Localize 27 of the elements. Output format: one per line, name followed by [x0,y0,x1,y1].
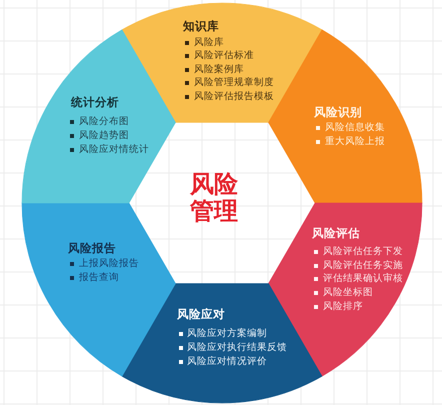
list-item: 风险评估任务下发 [323,247,403,256]
list-item: 风险评估报告模板 [194,92,274,101]
list-item: 评估结果确认审核 [323,274,403,284]
list-item: 风险应对执行结果反馈 [187,343,287,352]
list-item: 重大风险上报 [325,137,385,146]
section-heading: 风险报告 [68,243,116,254]
list-item: 风险案例库 [194,64,244,74]
section-heading: 风险应对 [177,309,225,320]
list-item: 风险应对情况评价 [187,357,267,366]
list-item: 报告查询 [79,273,119,282]
list-item: 上报风险报告 [79,259,139,268]
list-item: 风险评估标准 [194,51,254,60]
list-item: 风险应对方案编制 [187,329,267,338]
list-item: 风险分布图 [79,117,129,126]
list-item: 风险趋势图 [79,131,129,140]
list-item: 风险评估任务实施 [323,260,403,270]
list-item: 风险库 [194,38,224,48]
list-item: 风险排序 [323,302,363,311]
section-heading: 统计分析 [71,97,119,108]
list-item: 风险应对情统计 [79,144,149,154]
section-heading: 知识库 [183,21,219,32]
list-item: 风险信息收集 [325,123,385,132]
list-item: 风险管理规章制度 [194,78,274,87]
section-heading: 风险评估 [312,228,360,240]
section-heading: 风险识别 [314,107,362,118]
list-item: 风险坐标图 [323,288,373,298]
center-title: 风险管理 [188,170,239,225]
